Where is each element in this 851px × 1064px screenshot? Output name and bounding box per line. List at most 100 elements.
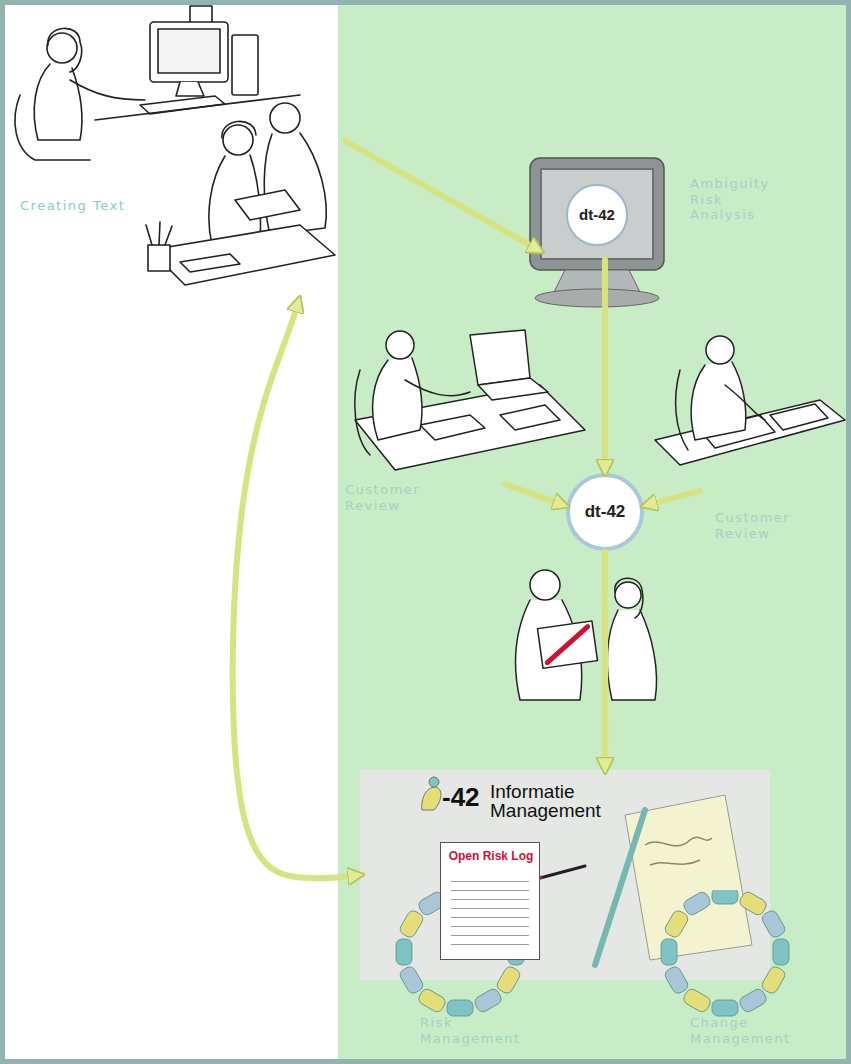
reviewer-illustration [355,370,370,455]
office-illustration [47,33,77,63]
handwriting-scribble [645,837,712,865]
node-label: Open Risk Log [441,849,541,863]
cycle-segment [473,987,504,1014]
meeting-illustration [537,621,597,668]
risk-log-document: Open Risk Log [440,842,540,960]
office-illustration [180,254,240,272]
review-scene: Customer Review [345,320,505,520]
office-illustration [223,125,253,155]
monitor-frame [530,158,664,270]
pen [540,866,585,878]
reviewer-illustration [676,370,688,450]
node-label: Creating Text [20,198,220,214]
cycle-segment [661,939,677,965]
cycle-segment [738,890,769,917]
office-illustration [158,29,220,73]
flow-arrow [233,300,360,878]
meeting-illustration [530,570,560,600]
cycle-segment [508,939,524,965]
flow-arrow [602,260,608,472]
office-illustration [150,225,335,285]
reviewer-illustration [470,330,530,385]
reviewer-illustration [655,400,845,465]
node-caption: Informatie Management [490,782,615,820]
office-illustration [34,64,82,140]
reviewer-illustration [691,362,746,440]
information-panel: -42Informatie ManagementOpen Risk Log [360,770,770,980]
office-illustration [15,6,335,285]
logo-circle: dt-42 [565,472,645,552]
office-illustration [48,28,82,72]
reviewer-illustration [386,331,414,359]
node-label: Risk Management [420,1015,535,1046]
cycle-segment [495,965,522,996]
reviewer-illustration [770,404,828,430]
meeting-illustration [615,582,641,608]
cycle-segment [712,890,738,904]
monitor-frame [535,289,659,307]
cycle-segment [398,909,425,940]
office-illustration [264,133,326,235]
activity-scene: Creating Text [15,0,345,300]
reviewer-illustration [500,405,560,430]
office-illustration [232,35,258,95]
node-label: -42 [442,782,492,813]
cycle-segment [417,890,448,917]
flow-arrow [505,484,565,506]
monitor-frame [530,158,664,307]
cycle-segment [398,965,425,996]
reviewer-illustration [725,385,765,420]
frame [338,5,846,1059]
reviewer-illustration [478,378,548,400]
office-illustration [222,121,256,138]
pen [595,810,645,965]
cycle-segment [473,890,504,917]
logo-icon [422,787,441,810]
node-label: Change Management [690,1015,800,1046]
office-illustration [150,22,228,82]
management-cycle: Change Management [650,890,800,1050]
reviewer-illustration [373,358,422,440]
reviewer-illustration [355,330,585,470]
node-label: Customer Review [715,510,825,541]
cycle-segment [417,987,448,1014]
node-caption: Ambiguity Risk Analysis [690,176,780,223]
office-illustration [70,80,145,100]
flow-arrow [645,491,700,506]
office-illustration [146,222,172,245]
reviewer-illustration [706,336,734,364]
reviewer-illustration [655,336,845,465]
cycle-segment [447,890,473,904]
cycle-segment [773,939,789,965]
meeting-illustration [543,627,592,663]
office-illustration [148,245,170,271]
reviewer-illustration [405,380,470,396]
flow-arrow [602,552,608,770]
cycle-segment [663,965,690,996]
monitor-screen: dt-42Ambiguity Risk Analysis [540,168,654,260]
cycle-segment [712,1000,738,1016]
cycle-segment [447,1000,473,1016]
meeting-illustration [615,578,643,618]
frame [5,5,846,1059]
office-illustration [270,103,300,133]
cycle-segment [760,909,787,940]
cycle-segment [396,939,412,965]
office-illustration [235,190,300,220]
node-label: dt-42 [565,502,645,522]
cycle-segment [495,909,522,940]
node-label: Customer Review [345,482,455,513]
office-illustration [176,82,204,96]
review-scene: Customer Review [700,318,845,558]
node-label: dt-42 [566,184,628,246]
meeting-illustration [537,621,597,668]
cycle-segment [760,965,787,996]
meeting-illustration [516,570,657,700]
reviewer-illustration [420,415,485,440]
flow-arrow [345,141,540,251]
logo-icon [429,777,439,787]
